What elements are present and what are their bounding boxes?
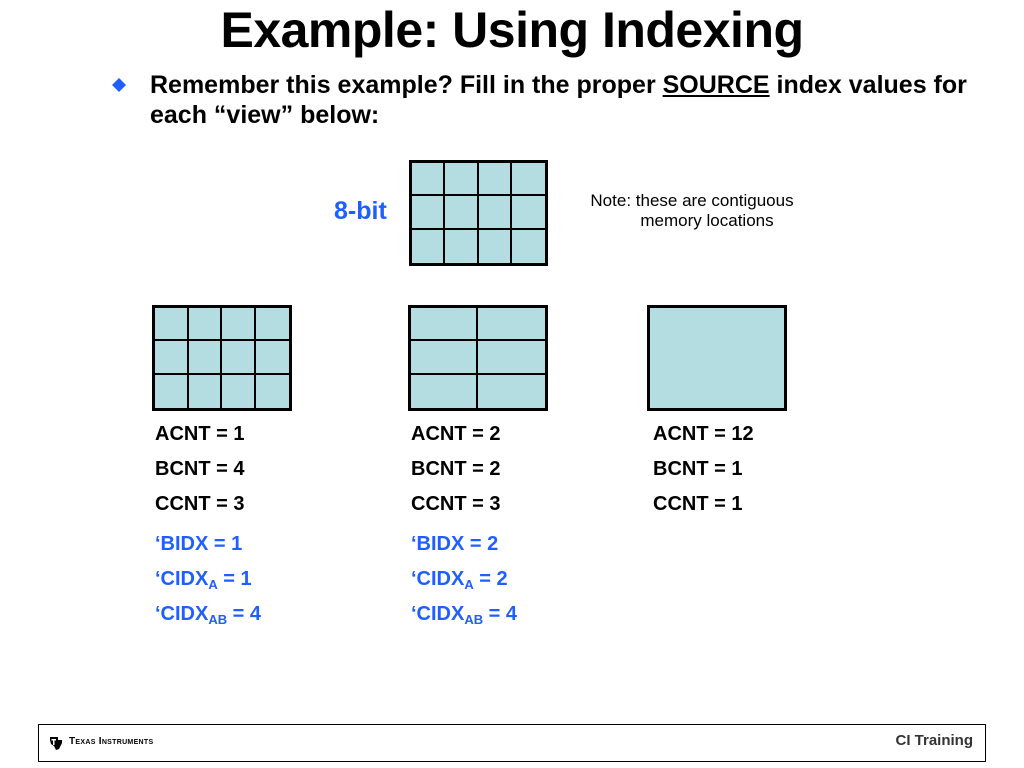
view-3-bcnt: BCNT = 1: [653, 458, 743, 480]
grid-cell: [155, 341, 189, 375]
grid-cell: [411, 341, 478, 375]
grid-cell: [155, 308, 189, 342]
grid-cell: [411, 374, 478, 408]
grid-cell: [189, 374, 222, 408]
course-name: CI Training: [895, 732, 973, 749]
bullet-text-end: index values for each “view” below:: [150, 71, 967, 129]
view-1-cidx-a: ‘CIDXA = 1: [155, 567, 252, 591]
grid-cell: [445, 229, 479, 263]
cidx-ab-subscript: AB: [464, 612, 484, 627]
cidx-a-prefix: ‘CIDX: [411, 568, 465, 590]
grid-cell: [512, 230, 545, 263]
grid-cell: [255, 308, 289, 342]
grid-cell: [511, 163, 545, 197]
source-memory-grid: [409, 160, 548, 266]
source-keyword: SOURCE: [662, 71, 770, 99]
view-2-bidx: ‘BIDX = 2: [411, 533, 499, 555]
grid-cell: [511, 196, 545, 230]
grid-cell: [255, 341, 289, 375]
grid-cell: [412, 163, 446, 197]
grid-cell: [478, 375, 545, 408]
view-1-acnt: ACNT = 1: [155, 423, 245, 445]
source-bit-label: 8-bit: [334, 197, 387, 225]
grid-cell: [445, 163, 479, 197]
view-2-cidx-a: ‘CIDXA = 2: [411, 567, 508, 591]
grid-cell: [222, 374, 256, 408]
grid-cell: [155, 374, 189, 408]
contiguous-memory-note: Note: these are contiguous memory locati…: [568, 191, 816, 231]
note-line-2: memory locations: [640, 211, 774, 230]
note-line-1: Note: these are contiguous: [590, 191, 794, 210]
view-1-cidx-ab: ‘CIDXAB = 4: [155, 602, 261, 626]
grid-cell: [188, 341, 222, 375]
cidx-a-value: = 2: [473, 568, 508, 590]
cidx-a-subscript: A: [464, 577, 474, 592]
cidx-ab-subscript: AB: [208, 612, 228, 627]
diamond-bullet-icon: [112, 78, 126, 92]
view-2-acnt: ACNT = 2: [411, 423, 501, 445]
view-1-bidx: ‘BIDX = 1: [155, 533, 243, 555]
company-name: Texas Instruments: [69, 736, 154, 747]
cidx-ab-prefix: ‘CIDX: [155, 603, 209, 625]
grid-cell: [479, 229, 512, 263]
view-3-grid: [647, 305, 787, 411]
cidx-a-prefix: ‘CIDX: [155, 568, 209, 590]
grid-cell: [478, 341, 545, 375]
grid-cell: [445, 196, 479, 230]
cidx-a-subscript: A: [208, 577, 218, 592]
view-1-ccnt: CCNT = 3: [155, 493, 245, 515]
grid-cell: [188, 308, 222, 342]
grid-cell: [411, 308, 478, 342]
view-1-grid: [152, 305, 292, 411]
view-2-grid: [408, 305, 548, 411]
view-2-ccnt: CCNT = 3: [411, 493, 501, 515]
view-3-ccnt: CCNT = 1: [653, 493, 743, 515]
view-3-acnt: ACNT = 12: [653, 423, 754, 445]
view-2-cidx-ab: ‘CIDXAB = 4: [411, 602, 517, 626]
slide-footer: Texas Instruments CI Training: [38, 724, 986, 762]
view-1-bcnt: BCNT = 4: [155, 458, 245, 480]
grid-cell: [478, 308, 545, 342]
cidx-ab-value: = 4: [483, 603, 518, 625]
grid-cell: [478, 163, 512, 197]
grid-cell: [222, 308, 256, 342]
grid-cell: [412, 229, 446, 263]
cidx-ab-value: = 4: [227, 603, 262, 625]
texas-instruments-logo-icon: [50, 737, 62, 750]
slide-title: Example: Using Indexing: [220, 2, 804, 58]
cidx-a-value: = 1: [217, 568, 252, 590]
grid-cell: [412, 196, 446, 230]
bullet-text-start: Remember this example? Fill in the prope…: [150, 71, 663, 99]
grid-cell: [478, 196, 512, 230]
grid-cell: [256, 375, 290, 408]
cidx-ab-prefix: ‘CIDX: [411, 603, 465, 625]
grid-cell: [222, 341, 256, 375]
view-2-bcnt: BCNT = 2: [411, 458, 501, 480]
bullet-text: Remember this example? Fill in the prope…: [150, 70, 970, 130]
